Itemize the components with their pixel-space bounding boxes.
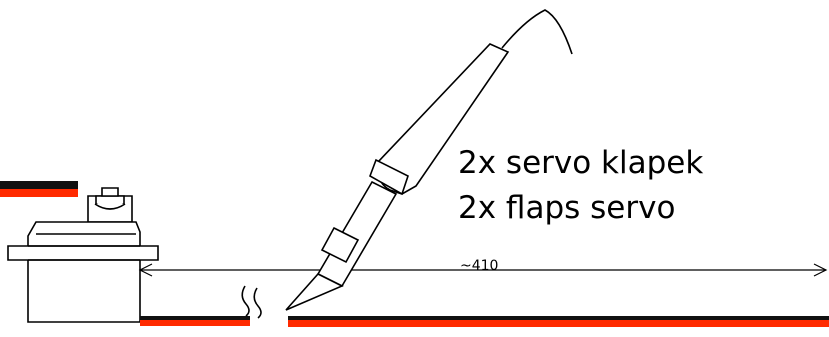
soldering-iron-collar bbox=[322, 228, 358, 262]
servo-output-shaft bbox=[88, 188, 132, 222]
top-left-wire-stub bbox=[0, 181, 78, 197]
servo-cable-left bbox=[140, 316, 250, 326]
dimension-label: ~410 bbox=[460, 258, 499, 274]
servo-mounting-tab bbox=[8, 246, 158, 260]
soldering-iron-grip bbox=[370, 160, 408, 194]
soldering-iron bbox=[286, 10, 572, 310]
caption-line-english: 2x flaps servo bbox=[458, 190, 676, 226]
smoke-squiggles bbox=[242, 286, 261, 318]
servo bbox=[8, 188, 158, 322]
servo-cable-right bbox=[288, 316, 829, 327]
soldering-iron-tip bbox=[286, 274, 342, 310]
caption-line-czech: 2x servo klapek bbox=[458, 145, 704, 181]
soldering-iron-cable bbox=[502, 10, 572, 54]
servo-case bbox=[28, 222, 140, 322]
dimension-line bbox=[140, 264, 826, 276]
